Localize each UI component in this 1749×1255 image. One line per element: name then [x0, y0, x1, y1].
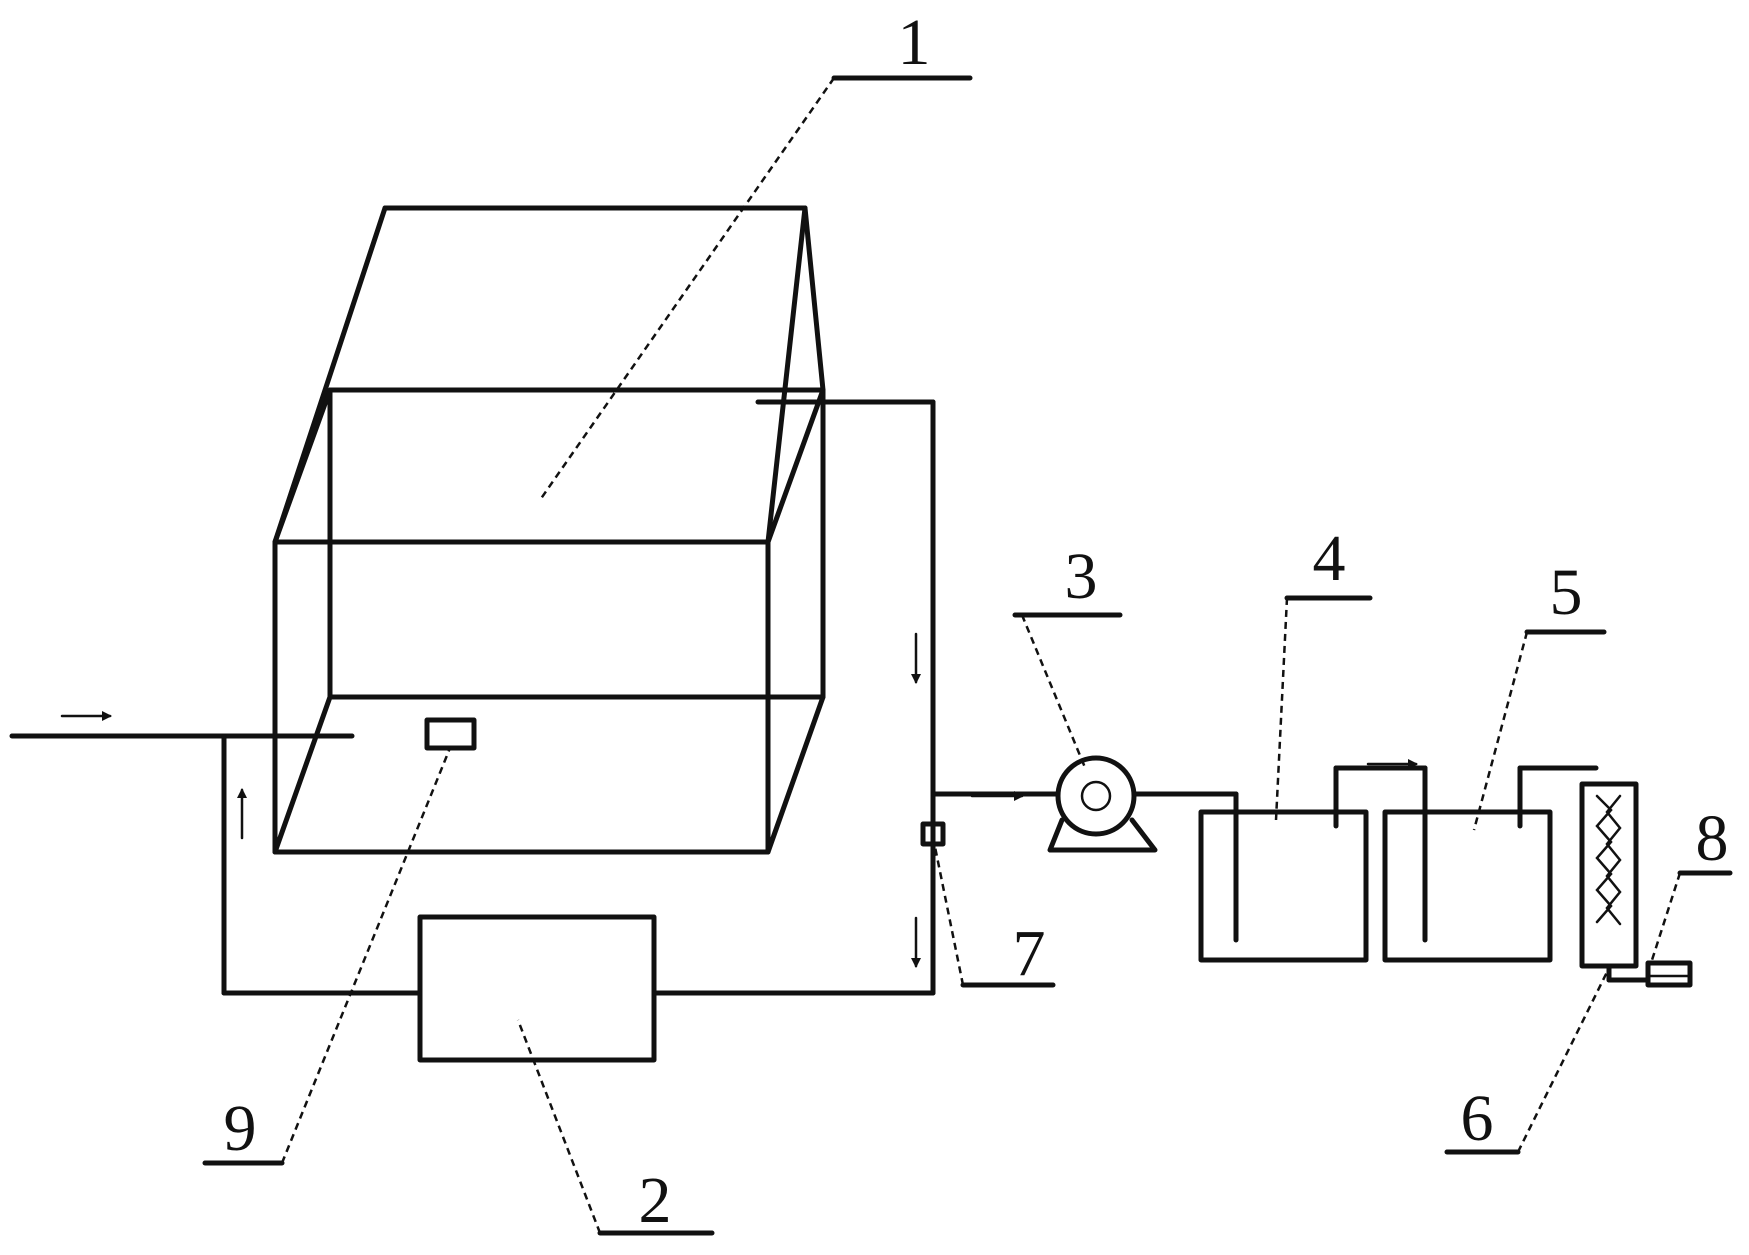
valve-7 — [920, 821, 946, 847]
inlet-pipe — [9, 733, 936, 996]
label-9: 9 — [224, 1092, 257, 1165]
tank-5 — [1382, 765, 1599, 963]
label-2: 2 — [639, 1164, 672, 1237]
label-6: 6 — [1461, 1082, 1494, 1155]
label-7: 7 — [1013, 917, 1046, 990]
flow-arrows — [60, 632, 1418, 968]
label-5: 5 — [1550, 556, 1583, 629]
sensor-9 — [424, 717, 477, 751]
detector-8 — [1606, 960, 1693, 988]
label-4: 4 — [1313, 522, 1346, 595]
unit-2 — [417, 914, 657, 1063]
pump-3 — [1047, 755, 1239, 943]
label-8: 8 — [1696, 802, 1729, 875]
leader-lines — [202, 75, 1733, 1236]
label-1: 1 — [898, 6, 931, 79]
outlet-pipe — [755, 399, 1061, 996]
tank-4 — [1198, 765, 1428, 963]
enclosure-1 — [272, 205, 826, 855]
column-6 — [1579, 781, 1639, 969]
label-3: 3 — [1065, 540, 1098, 613]
